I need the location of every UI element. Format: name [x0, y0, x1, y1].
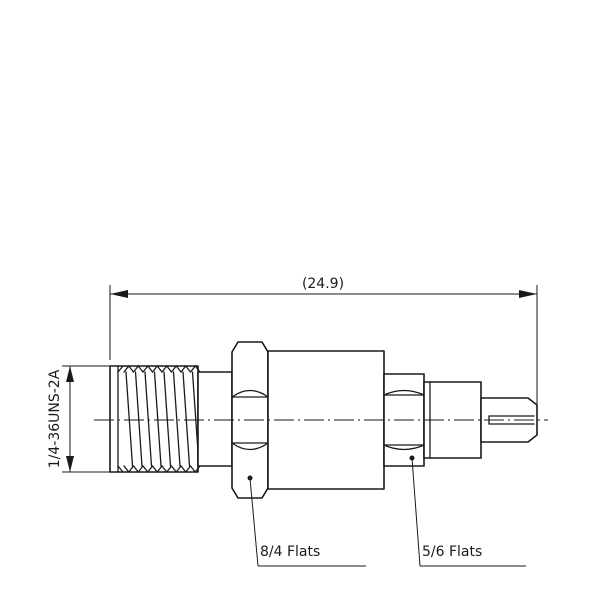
hex-nut-small-label: 5/6 Flats: [422, 544, 482, 560]
hex-nut-large-label: 8/4 Flats: [260, 544, 320, 560]
hex-small-leader: 5/6 Flats: [409, 455, 526, 567]
thread-spec-label: 1/4-36UNS-2A: [47, 369, 63, 468]
overall-length-dimension: (24.9): [109, 276, 538, 410]
thread-dimension: 1/4-36UNS-2A: [47, 365, 120, 473]
threaded-end: [109, 365, 233, 473]
hex-nut-leader: 8/4 Flats: [247, 475, 366, 567]
overall-length-label: (24.9): [302, 276, 344, 292]
